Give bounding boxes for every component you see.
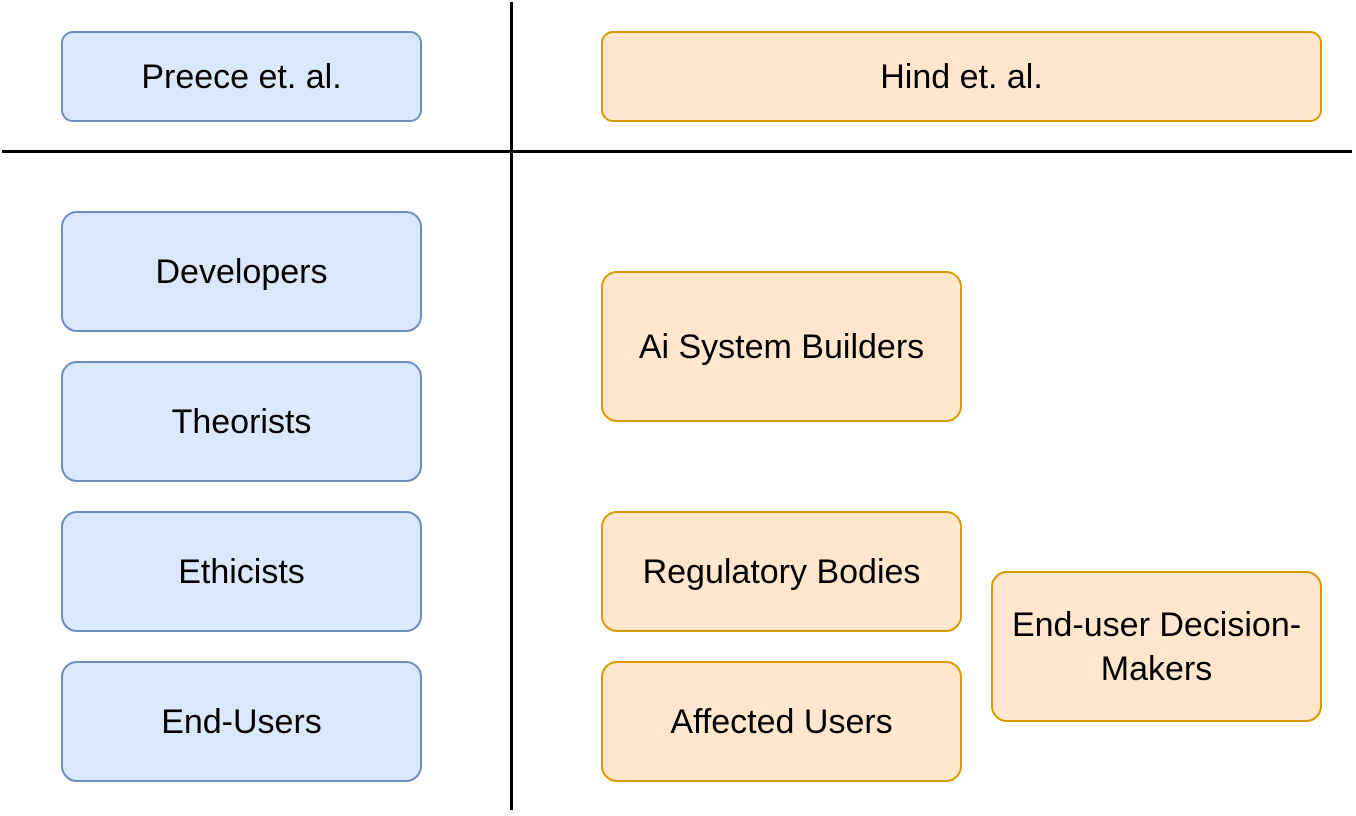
ai-system-builders-label: Ai System Builders [638,327,925,366]
regulatory-bodies-box: Regulatory Bodies [601,511,962,632]
end-users-box: End-Users [61,661,422,782]
ai-system-builders-box: Ai System Builders [601,271,962,422]
preece-header-label: Preece et. al. [141,57,342,96]
hind-header-label: Hind et. al. [880,57,1043,96]
theorists-label: Theorists [171,402,312,441]
developers-box: Developers [61,211,422,332]
developers-label: Developers [155,252,328,291]
affected-users-box: Affected Users [601,661,962,782]
hind-header-box: Hind et. al. [601,31,1322,122]
vertical-divider [510,2,513,810]
regulatory-bodies-label: Regulatory Bodies [642,552,921,591]
ethicists-label: Ethicists [178,552,305,591]
end-users-label: End-Users [161,702,322,741]
theorists-box: Theorists [61,361,422,482]
ethicists-box: Ethicists [61,511,422,632]
horizontal-divider [2,150,1352,153]
preece-header-box: Preece et. al. [61,31,422,122]
end-user-decision-makers-box: End-user Decision-Makers [991,571,1322,722]
affected-users-label: Affected Users [670,702,893,741]
end-user-decision-makers-label: End-user Decision-Makers [1011,605,1302,688]
